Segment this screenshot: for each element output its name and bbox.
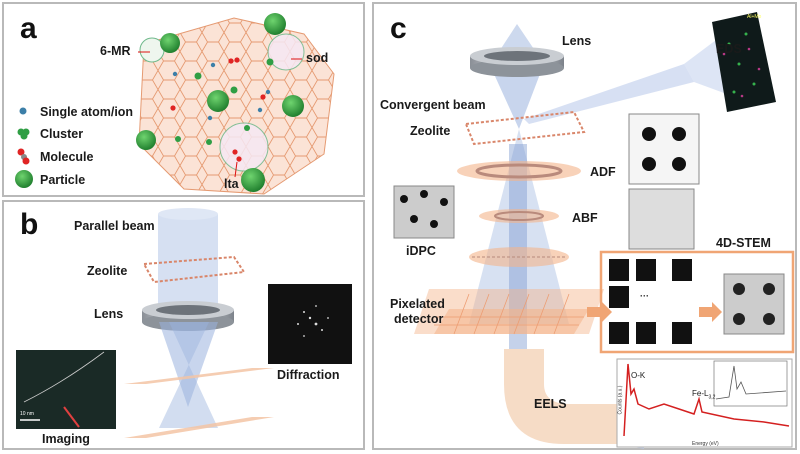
legend-molecule: Molecule xyxy=(40,150,94,164)
zeolite-framework-illustration xyxy=(15,13,335,195)
single-atoms xyxy=(172,62,271,121)
eds-map-label: Al+Mo xyxy=(747,14,762,20)
particles xyxy=(136,13,304,192)
image-plane xyxy=(124,417,274,438)
panel-b: b Parallel beam Zeolite Lens Diffraction… xyxy=(2,200,365,450)
abf-detector xyxy=(479,209,559,223)
label-parallel-beam: Parallel beam xyxy=(74,219,155,233)
label-diffraction: Diffraction xyxy=(277,368,340,382)
cluster-icon xyxy=(17,128,30,140)
idpc-image xyxy=(393,185,455,239)
arrow-to-reconstruction xyxy=(699,302,722,322)
eels-peak-ok: O-K xyxy=(631,371,646,380)
label-detector-line1: Pixelated xyxy=(390,297,445,311)
panel-c: c xyxy=(372,2,797,450)
legend-single-atom: Single atom/ion xyxy=(40,105,134,119)
label-imaging: Imaging xyxy=(42,432,90,446)
label-adf: ADF xyxy=(590,165,616,179)
beam-crossover xyxy=(159,322,218,407)
single-atom-icon xyxy=(19,107,27,115)
label-eels: EELS xyxy=(534,397,567,411)
label-detector-line2: detector xyxy=(394,312,444,326)
stem-schematic xyxy=(393,12,795,449)
label-abf: ABF xyxy=(572,211,598,225)
condenser-lens xyxy=(470,47,564,77)
label-4d-stem: 4D-STEM xyxy=(716,236,771,250)
eels-spectrometer xyxy=(504,349,619,444)
parallel-beam xyxy=(158,214,218,309)
molecule-icon xyxy=(17,148,30,165)
panel-a: a xyxy=(2,2,365,197)
diffraction-pattern xyxy=(268,284,352,364)
sod-cage xyxy=(267,33,305,71)
label-eds: EDS xyxy=(716,42,742,56)
parallel-beam-schematic xyxy=(16,208,352,438)
eels-peak-fel: Fe-L3,2 xyxy=(692,389,716,401)
diffraction-stack xyxy=(609,259,692,344)
particle-icon xyxy=(15,170,33,188)
label-lens: Lens xyxy=(562,34,592,48)
legend-icons xyxy=(15,107,33,188)
label-lta: lta xyxy=(224,177,239,191)
pixelated-detector xyxy=(434,309,589,334)
label-sod: sod xyxy=(306,51,329,65)
label-zeolite: Zeolite xyxy=(87,264,128,278)
abf-image xyxy=(628,188,695,250)
eels-ylabel: Counts (a.u.) xyxy=(617,385,624,415)
molecules xyxy=(170,57,266,162)
eds-xray-cone xyxy=(524,64,694,124)
zeolite-sample xyxy=(142,255,246,284)
lta-cage xyxy=(219,122,269,172)
label-idpc: iDPC xyxy=(406,244,436,258)
diffraction-spots xyxy=(297,305,329,337)
panel-a-label: a xyxy=(20,12,37,45)
stem4d-reconstruction xyxy=(723,273,785,335)
label-zeolite: Zeolite xyxy=(410,124,451,138)
eels-xlabel: Energy (eV) xyxy=(692,441,719,447)
arrow-to-4dstem xyxy=(587,302,612,322)
eels-inset xyxy=(713,360,788,407)
label-convergent-beam: Convergent beam xyxy=(380,98,486,112)
label-lens: Lens xyxy=(94,307,124,321)
legend-particle: Particle xyxy=(40,173,86,187)
eds-map xyxy=(712,12,776,112)
imaging-hrtem xyxy=(16,350,116,429)
back-focal-plane xyxy=(124,368,274,384)
scale-bar-label: 10 nm xyxy=(20,411,34,417)
label-6mr: 6-MR xyxy=(100,44,131,58)
clusters xyxy=(175,58,274,145)
stem4d-frame xyxy=(599,250,795,354)
detector-grid xyxy=(434,293,584,335)
panel-b-label: b xyxy=(20,208,39,241)
adf-image xyxy=(628,113,700,185)
legend-cluster: Cluster xyxy=(40,127,84,141)
eels-spectrum-line xyxy=(623,363,790,437)
stack-ellipsis: ··· xyxy=(640,291,649,301)
panel-c-label: c xyxy=(390,12,407,45)
zeolite-sample xyxy=(464,110,586,146)
